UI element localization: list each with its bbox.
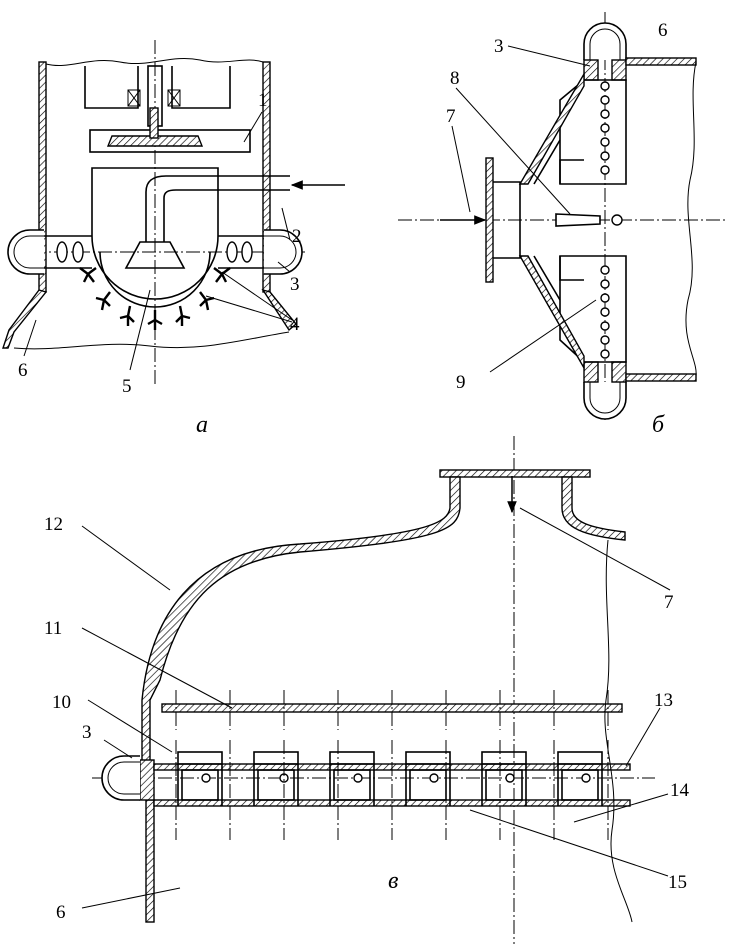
caption-a: а xyxy=(196,412,208,438)
label-3b: 3 xyxy=(494,36,504,57)
label-8: 8 xyxy=(450,68,460,89)
label-5: 5 xyxy=(122,376,132,397)
label-10: 10 xyxy=(52,692,71,713)
label-7c: 7 xyxy=(664,592,674,613)
view-b: 3 6 7 8 9 б xyxy=(398,12,725,438)
label-11: 11 xyxy=(44,618,62,639)
caption-v: в xyxy=(388,868,398,894)
label-6: 6 xyxy=(18,360,28,381)
label-6b: 6 xyxy=(658,20,668,41)
label-12: 12 xyxy=(44,514,63,535)
holes-upper xyxy=(600,81,610,175)
caption-b: б xyxy=(652,412,665,438)
label-9: 9 xyxy=(456,372,466,393)
label-14: 14 xyxy=(670,780,690,801)
label-2: 2 xyxy=(292,226,302,247)
cells-row xyxy=(177,751,603,806)
axes-row-upper xyxy=(175,690,609,730)
label-15: 15 xyxy=(668,872,687,893)
axes-row-lower xyxy=(175,740,609,840)
view-v: 12 7 11 10 13 3 14 6 15 в xyxy=(44,436,690,944)
view-a: 1 2 3 4 5 6 а xyxy=(2,40,345,438)
label-4: 4 xyxy=(290,314,300,335)
label-3c: 3 xyxy=(82,722,92,743)
label-1: 1 xyxy=(258,90,268,111)
label-6c: 6 xyxy=(56,902,66,923)
spray-jets xyxy=(79,267,231,330)
label-7b: 7 xyxy=(446,106,456,127)
label-13: 13 xyxy=(654,690,673,711)
label-3: 3 xyxy=(290,274,300,295)
holes-lower xyxy=(600,265,610,359)
